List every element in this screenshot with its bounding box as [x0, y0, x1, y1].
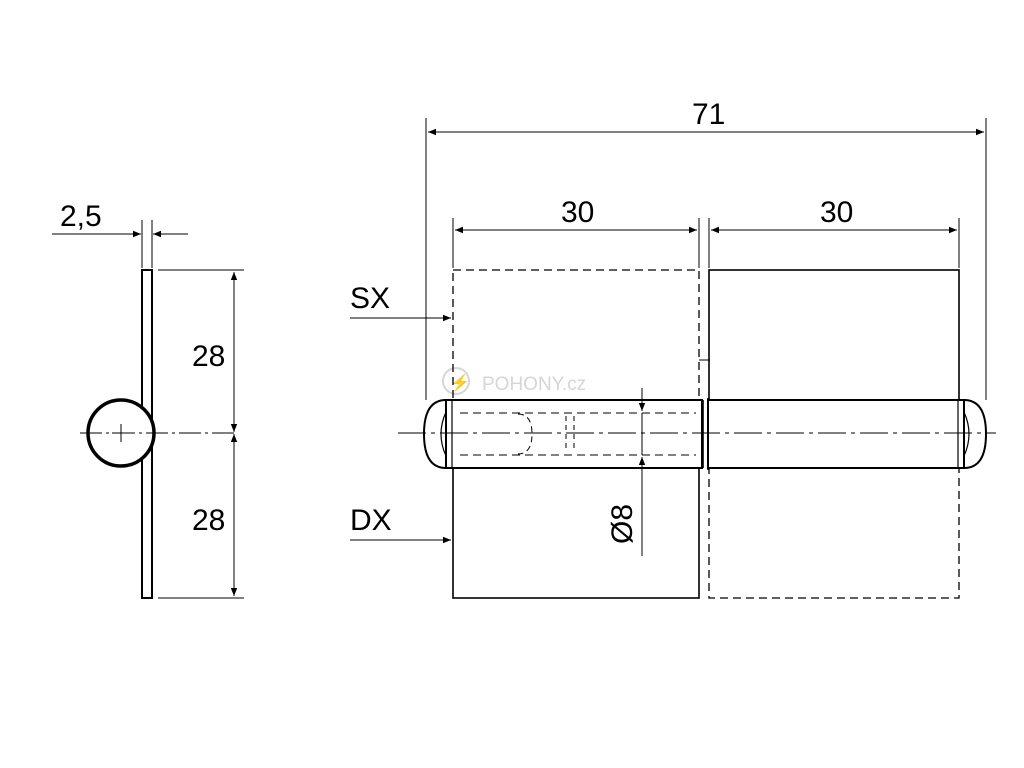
- side-thickness-label: 2,5: [60, 200, 102, 233]
- side-upper-height-label: 28: [192, 340, 225, 373]
- overall-length-label: 71: [692, 98, 725, 131]
- watermark-text: POHONY.cz: [482, 374, 586, 395]
- left-end-cap: [422, 399, 447, 469]
- dx-label: DX: [350, 504, 392, 537]
- right-leaf-width-label: 30: [820, 196, 853, 229]
- pin-diameter-label: Ø8: [606, 504, 639, 544]
- sx-label: SX: [350, 282, 390, 315]
- front-view: [350, 118, 996, 599]
- left-leaf-width-label: 30: [561, 196, 594, 229]
- watermark: ⚡ POHONY.cz: [442, 367, 586, 395]
- watermark-logo-glyph: ⚡: [450, 373, 470, 392]
- watermark-logo-icon: [442, 367, 470, 395]
- side-lower-height-label: 28: [192, 504, 225, 537]
- right-leaf-upper: [708, 269, 960, 401]
- right-knuckle: [707, 399, 965, 469]
- left-leaf-lower: [452, 467, 700, 599]
- side-view: [52, 220, 244, 599]
- right-end-cap: [963, 399, 988, 469]
- right-leaf-lower-hidden: [708, 467, 960, 599]
